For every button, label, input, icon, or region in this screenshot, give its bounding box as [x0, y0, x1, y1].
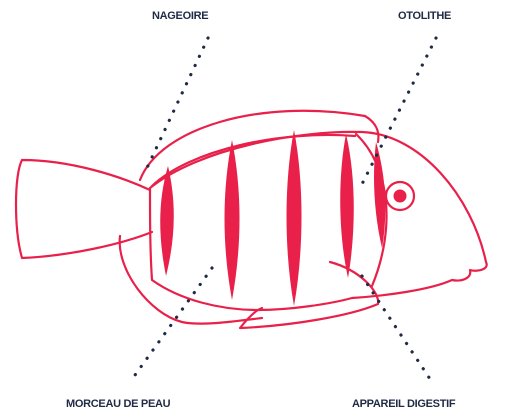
dorsal-inner-contour: [152, 135, 355, 186]
leader-line-otolith: [360, 38, 436, 188]
leader-lines: [130, 38, 436, 382]
tail-fin: [16, 160, 152, 258]
stripe-1: [160, 166, 174, 276]
leader-line-skin: [130, 268, 212, 382]
label-skin-piece: MORCEAU DE PEAU: [66, 398, 170, 410]
label-digestive-system: APPAREIL DIGESTIF: [352, 398, 455, 410]
stripe-5: [374, 142, 385, 248]
eye-pupil: [394, 190, 407, 203]
anal-fin: [120, 236, 262, 324]
leader-line-digestive: [362, 276, 432, 382]
body-stripes: [160, 130, 385, 306]
label-otolith: OTOLITHE: [398, 10, 451, 22]
stripe-3: [287, 130, 302, 306]
stripe-2: [225, 140, 240, 300]
stripe-4: [340, 134, 354, 278]
fish-illustration: [16, 111, 487, 328]
label-fin: NAGEOIRE: [152, 10, 208, 22]
leader-line-fin: [146, 38, 208, 170]
